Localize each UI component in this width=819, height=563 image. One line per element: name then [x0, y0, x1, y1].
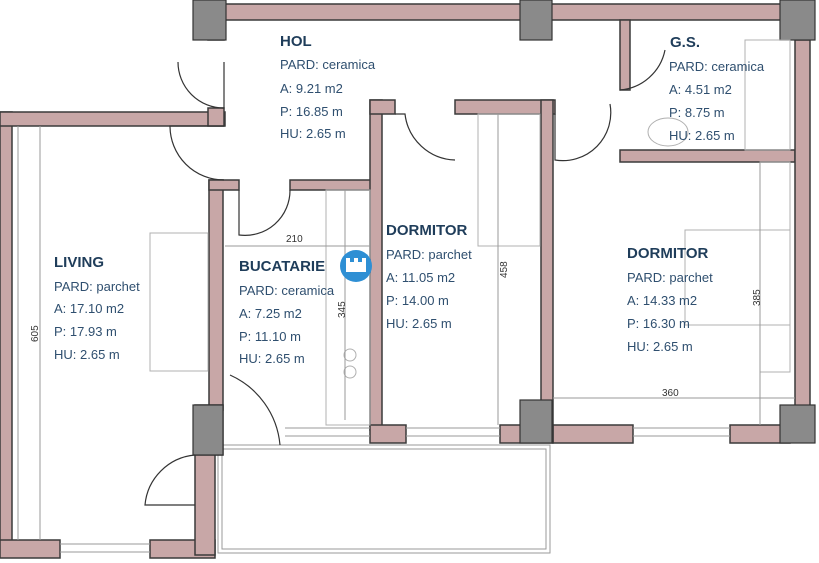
room-name: HOL [280, 33, 312, 50]
room-name: DORMITOR [627, 245, 709, 262]
room-name: G.S. [670, 34, 700, 51]
room-perimeter: P: 16.85 m [280, 104, 343, 119]
windows [17, 126, 730, 553]
room-area: A: 11.05 m2 [386, 270, 455, 285]
pillars [192, 0, 816, 456]
room-dormitor-2: DORMITOR PARD: parchet A: 14.33 m2 P: 16… [627, 245, 713, 354]
room-gs: G.S. PARD: ceramica A: 4.51 m2 P: 8.75 m… [669, 34, 765, 143]
room-floor: PARD: ceramica [669, 59, 765, 74]
room-floor: PARD: parchet [627, 270, 713, 285]
room-height: HU: 2.65 m [280, 126, 346, 141]
room-floor: PARD: ceramica [280, 57, 376, 72]
balcony-outline [217, 444, 551, 554]
room-bucatarie: BUCATARIE PARD: ceramica A: 7.25 m2 P: 1… [239, 258, 335, 366]
dim-385: 385 [752, 289, 763, 306]
doors [144, 49, 666, 506]
room-area: A: 14.33 m2 [627, 293, 697, 308]
room-floor: PARD: ceramica [239, 283, 335, 298]
dim-458: 458 [499, 261, 510, 278]
room-area: A: 9.21 m2 [280, 81, 343, 96]
room-floor: PARD: parchet [54, 279, 140, 294]
room-dormitor-1: DORMITOR PARD: parchet A: 11.05 m2 P: 14… [386, 222, 472, 331]
room-floor: PARD: parchet [386, 247, 472, 262]
walls [0, 3, 811, 559]
room-perimeter: P: 14.00 m [386, 293, 449, 308]
room-name: DORMITOR [386, 222, 468, 239]
dim-360: 360 [662, 388, 679, 399]
dim-210: 210 [286, 234, 303, 245]
room-perimeter: P: 17.93 m [54, 324, 117, 339]
room-perimeter: P: 8.75 m [669, 105, 725, 120]
room-height: HU: 2.65 m [627, 339, 693, 354]
room-height: HU: 2.65 m [386, 316, 452, 331]
room-name: LIVING [54, 254, 104, 271]
room-height: HU: 2.65 m [54, 347, 120, 362]
room-living: LIVING PARD: parchet A: 17.10 m2 P: 17.9… [54, 254, 140, 362]
room-area: A: 7.25 m2 [239, 306, 302, 321]
room-name: BUCATARIE [239, 258, 325, 275]
room-perimeter: P: 16.30 m [627, 316, 690, 331]
dim-605: 605 [30, 325, 41, 342]
furniture [149, 39, 791, 426]
room-hol: HOL PARD: ceramica A: 9.21 m2 P: 16.85 m… [280, 33, 376, 141]
room-height: HU: 2.65 m [669, 128, 735, 143]
building-icon [340, 250, 372, 282]
room-area: A: 4.51 m2 [669, 82, 732, 97]
dimension-lines [225, 114, 795, 425]
room-height: HU: 2.65 m [239, 351, 305, 366]
dim-345: 345 [337, 301, 348, 318]
room-perimeter: P: 11.10 m [239, 329, 301, 344]
room-area: A: 17.10 m2 [54, 301, 124, 316]
